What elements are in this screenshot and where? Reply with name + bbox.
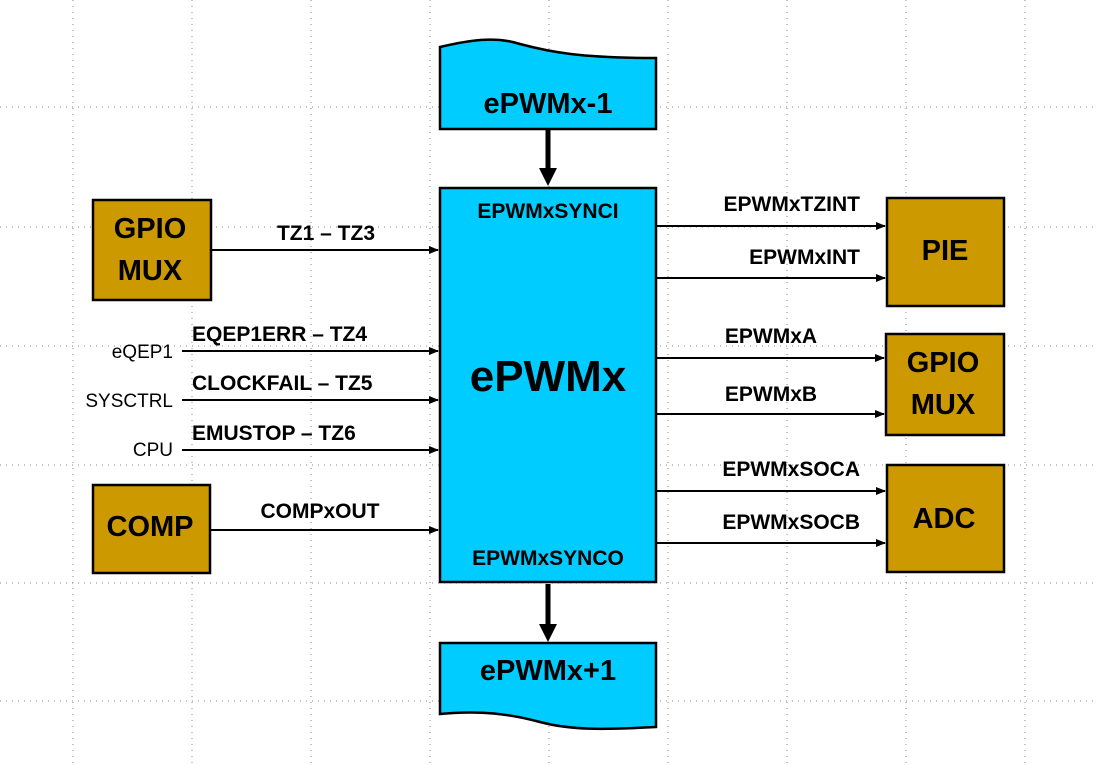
gpio-mux-output-label-line2: MUX [911, 389, 976, 421]
next-epwm-label: ePWMx+1 [480, 655, 616, 687]
epwmxsoca-label: EPWMxSOCA [722, 458, 860, 481]
gpio-mux-output-block [884, 332, 1006, 437]
gpio-mux-input-label-line2: MUX [118, 255, 183, 287]
eqep1-source-label: eQEP1 [112, 342, 173, 363]
pie-block [885, 196, 1006, 308]
sync-out-arrowhead-icon [539, 624, 557, 642]
main-epwm-label: ePWMx [470, 352, 627, 401]
gpio-mux-input-label-line1: GPIO [114, 213, 187, 245]
epwmxtzint-label: EPWMxTZINT [724, 193, 861, 216]
tz1-tz3-label: TZ1 – TZ3 [277, 222, 375, 245]
comp-block [91, 483, 212, 575]
cpu-source-label: CPU [133, 440, 173, 461]
sync-in-port-label: EPWMxSYNCI [477, 200, 618, 223]
emustop-tz6-label: EMUSTOP – TZ6 [192, 422, 356, 445]
next-epwm-block [438, 641, 658, 731]
sync-out-port-label: EPWMxSYNCO [472, 547, 624, 570]
sysctrl-source-label: SYSCTRL [85, 391, 173, 412]
pie-label: PIE [922, 235, 969, 267]
main-epwm-block [438, 186, 658, 584]
compxout-label: COMPxOUT [260, 500, 379, 523]
gpio-mux-input-block [91, 198, 213, 302]
epwmxsocb-label: EPWMxSOCB [722, 511, 860, 534]
sync-in-arrowhead-icon [539, 168, 557, 186]
gpio-mux-output-label-line1: GPIO [907, 347, 980, 379]
eqep1err-tz4-label: EQEP1ERR – TZ4 [192, 323, 367, 346]
epwmxint-label: EPWMxINT [749, 246, 860, 269]
adc-label: ADC [913, 503, 976, 535]
prev-epwm-block [438, 38, 658, 131]
prev-epwm-label: ePWMx-1 [484, 88, 613, 120]
epwmxa-label: EPWMxA [725, 325, 817, 348]
clockfail-tz5-label: CLOCKFAIL – TZ5 [192, 372, 373, 395]
epwmxb-label: EPWMxB [725, 383, 817, 406]
adc-block [885, 463, 1006, 574]
comp-label: COMP [107, 511, 194, 543]
